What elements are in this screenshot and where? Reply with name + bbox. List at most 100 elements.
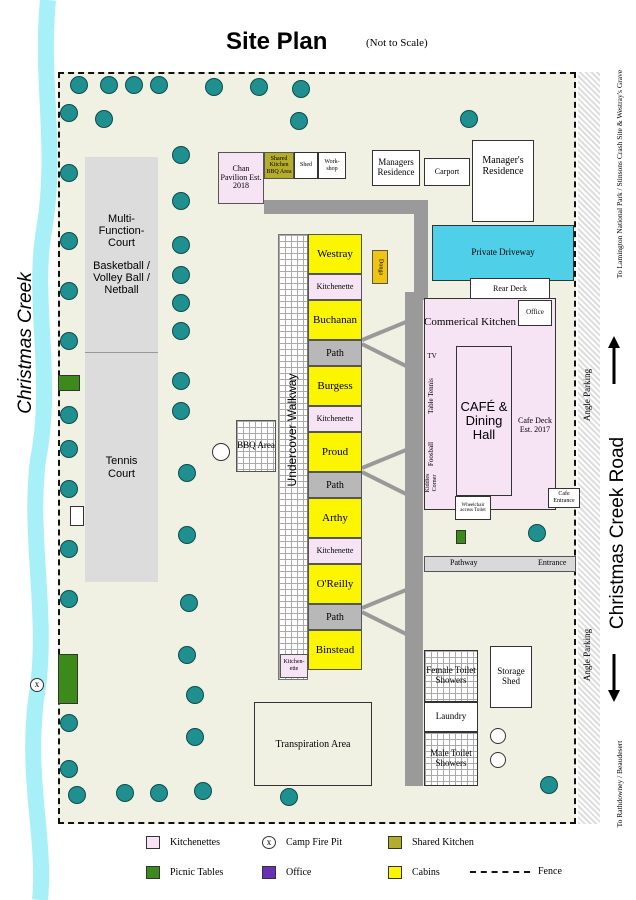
legend-fence-line [470, 870, 530, 873]
basketball-label: Basketball / Volley Ball / Netball [93, 259, 150, 296]
tree-icon [60, 760, 78, 778]
chan-pavilion: Chan Pavilion Est. 2018 [218, 152, 264, 204]
rear-deck: Rear Deck [470, 278, 550, 300]
camp-fire-pit: x [30, 678, 44, 692]
tree-icon [70, 76, 88, 94]
tree-icon [150, 784, 168, 802]
cafe-block [424, 298, 556, 510]
bbq-area: BBQ Area [236, 420, 276, 472]
tree-icon [60, 282, 78, 300]
tree-icon [60, 406, 78, 424]
tree-icon [178, 646, 196, 664]
multi-function-court: Multi-Function-Court Basketball / Volley… [85, 157, 158, 352]
donga: Donga [372, 250, 388, 284]
kitchenette-2: Kitchenette [308, 406, 362, 432]
cabin-proud: Proud [308, 432, 362, 472]
tree-icon [290, 112, 308, 130]
legend-swatch [388, 836, 402, 849]
cafe-deck: Cafe Deck Est. 2017 [518, 416, 552, 434]
legend-kitchenettes: Kitchenettes [146, 836, 220, 849]
commercial-kitchen: Commerical Kitchen [424, 315, 516, 328]
christmas-creek-road-label: Christmas Creek Road [606, 436, 628, 630]
tree-icon [125, 76, 143, 94]
tree-icon [172, 192, 190, 210]
office: Office [518, 300, 552, 326]
tree-icon [60, 440, 78, 458]
tree-icon [172, 322, 190, 340]
top-connector-vertical [414, 200, 428, 300]
christmas-creek-river [25, 0, 58, 900]
cabin-arthy: Arthy [308, 498, 362, 538]
fire-pit-small [490, 728, 506, 744]
cafe-entrance: Cafe Entrance [548, 488, 580, 508]
path-3: Path [308, 604, 362, 630]
male-toilet: Male Toilet Showers [424, 732, 478, 786]
legend-swatch: x [262, 836, 276, 849]
legend-picnic-tables: Picnic Tables [146, 866, 223, 879]
cafe-dining-hall: CAFÉ & Dining Hall [456, 346, 512, 496]
tree-icon [250, 78, 268, 96]
tree-icon [178, 526, 196, 544]
cabin-westray: Westray [308, 234, 362, 274]
tree-icon [186, 686, 204, 704]
tree-icon [540, 776, 558, 794]
legend-label: Cabins [412, 867, 440, 878]
fire-pit-circle [212, 443, 230, 461]
parking-strip [578, 72, 600, 824]
legend-label: Fence [538, 866, 562, 877]
tree-icon [172, 146, 190, 164]
tree-icon [186, 728, 204, 746]
kitchenette-3: Kitchenette [308, 538, 362, 564]
managers-residence: Manager's Residence [472, 140, 534, 222]
cabin-column: Westray Kitchenette Buchanan Path Burges… [308, 234, 362, 670]
legend-camp-fire-pit: x Camp Fire Pit [262, 836, 342, 849]
tree-icon [116, 784, 134, 802]
cabin-oreilly: O'Reilly [308, 564, 362, 604]
angle-parking-top: Angle Parking [582, 368, 593, 422]
tree-icon [100, 76, 118, 94]
transpiration-area: Transpiration Area [254, 702, 372, 786]
tree-icon [68, 786, 86, 804]
shared-kitchen-bbq: Shared Kitchen BBQ Area [264, 152, 294, 179]
undercover-walkway-label: Undercover Walkway [285, 373, 300, 487]
arrow-down-icon [608, 654, 620, 702]
tree-icon [172, 402, 190, 420]
legend-label: Picnic Tables [170, 867, 224, 878]
path-2: Path [308, 472, 362, 498]
managers-residence-small: Managers Residence [372, 150, 420, 186]
legend-fence: Fence [470, 866, 562, 877]
tree-icon [172, 294, 190, 312]
table-tennis-label: Table Tennis [427, 378, 436, 414]
tree-icon [60, 540, 78, 558]
cabin-burgess: Burgess [308, 366, 362, 406]
tennis-label: Tennis Court [105, 455, 138, 480]
tree-icon [205, 78, 223, 96]
laundry: Laundry [424, 702, 478, 732]
tree-icon [95, 110, 113, 128]
pathway-label: Pathway [450, 558, 478, 567]
workshop: Work-shop [318, 152, 346, 179]
wheelchair-toilet: Wheelchair access Toilet [455, 496, 491, 520]
tree-icon [60, 104, 78, 122]
pathway [424, 556, 576, 572]
shed: Shed [294, 152, 318, 179]
tree-icon [178, 464, 196, 482]
picnic-table-2 [58, 654, 78, 704]
tree-icon [172, 372, 190, 390]
tree-icon [180, 594, 198, 612]
top-connector [264, 200, 428, 214]
legend-swatch [146, 866, 160, 879]
tree-icon [60, 590, 78, 608]
tree-icon [60, 714, 78, 732]
tree-icon [172, 266, 190, 284]
tree-icon [528, 524, 546, 542]
tree-icon [60, 164, 78, 182]
legend-swatch [146, 836, 160, 849]
tree-icon [60, 232, 78, 250]
kitchenette-1: Kitchenette [308, 274, 362, 300]
multi-court-label: Multi-Function-Court [98, 213, 145, 250]
tree-icon [60, 480, 78, 498]
tv-label: TV [427, 352, 437, 361]
tree-icon [292, 80, 310, 98]
christmas-creek-label: Christmas Creek [15, 272, 36, 414]
